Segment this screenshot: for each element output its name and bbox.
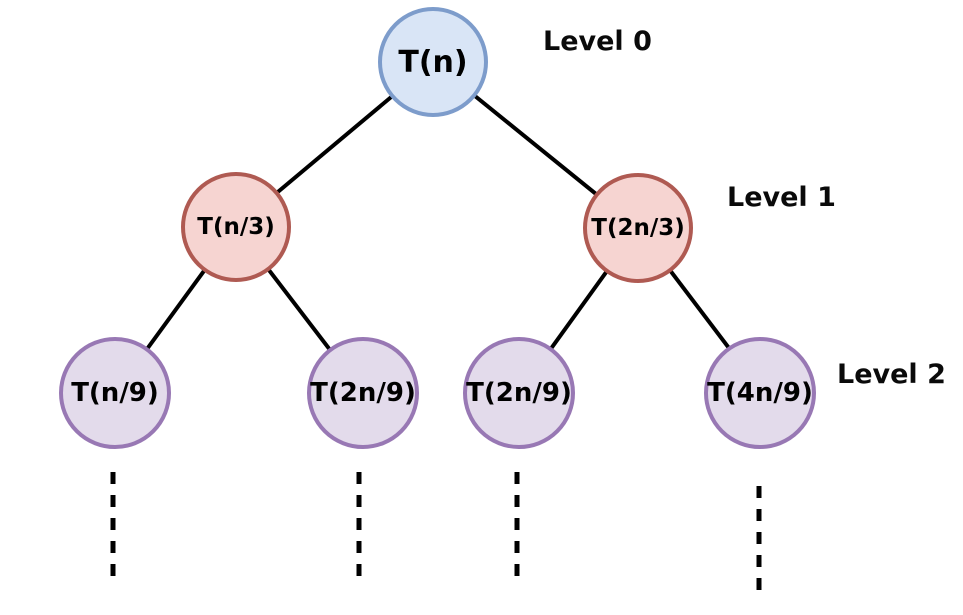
tree-node-label: T(2n/3) bbox=[591, 215, 685, 241]
tree-node-label: T(n/9) bbox=[71, 378, 159, 408]
tree-node-l1-right: T(2n/3) bbox=[583, 173, 693, 283]
tree-node-l1-left: T(n/3) bbox=[181, 172, 291, 282]
tree-node-root: T(n) bbox=[378, 7, 488, 117]
tree-node-label: T(n/3) bbox=[197, 214, 275, 240]
tree-node-label: T(2n/9) bbox=[466, 378, 572, 408]
tree-node-l2-4: T(4n/9) bbox=[704, 337, 816, 449]
tree-node-l2-1: T(n/9) bbox=[59, 337, 171, 449]
tree-node-label: T(4n/9) bbox=[707, 378, 813, 408]
tree-node-label: T(n) bbox=[398, 44, 468, 80]
tree-node-label: T(2n/9) bbox=[310, 378, 416, 408]
tree-node-l2-3: T(2n/9) bbox=[463, 337, 575, 449]
level-2-label: Level 2 bbox=[837, 359, 946, 390]
level-1-label: Level 1 bbox=[727, 182, 836, 213]
level-0-label: Level 0 bbox=[543, 26, 652, 57]
tree-node-l2-2: T(2n/9) bbox=[307, 337, 419, 449]
